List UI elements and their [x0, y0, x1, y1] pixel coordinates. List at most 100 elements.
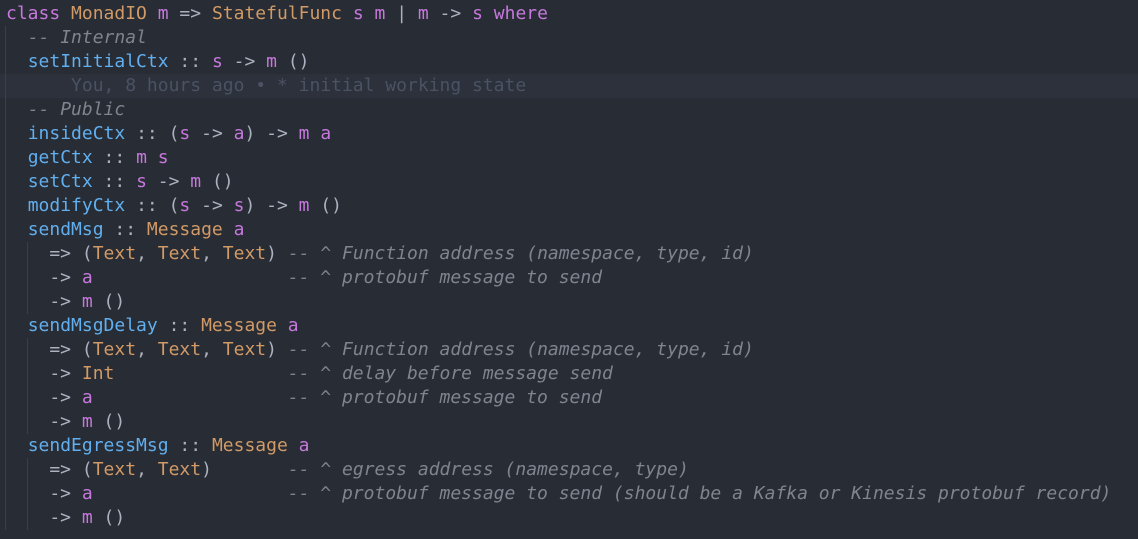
whitespace [114, 363, 287, 384]
code-line[interactable]: getCtx :: m s [0, 146, 1138, 170]
operator-token: :: [168, 435, 212, 456]
operator-token: -> [428, 3, 473, 24]
operator-token: :: ( [125, 123, 180, 144]
operator-token: => ( [6, 243, 93, 264]
whitespace [342, 3, 353, 24]
code-line[interactable]: setCtx :: s -> m () [0, 170, 1138, 194]
code-line[interactable]: -- Public [0, 98, 1138, 122]
keyword-token: class [6, 3, 61, 24]
type-variable-token: m [81, 411, 93, 432]
comment-token: -- Public [27, 99, 126, 120]
operator-token: :: [157, 315, 202, 336]
type-variable-token: m [81, 291, 93, 312]
operator-token: :: [92, 171, 137, 192]
whitespace [6, 99, 28, 120]
code-line[interactable]: -> m () [0, 410, 1138, 434]
whitespace [223, 219, 234, 240]
type-variable-token: s [179, 123, 191, 144]
indent-guide [5, 146, 6, 170]
comment-token: -- ^ Function address (namespace, type, … [287, 243, 754, 264]
type-variable-token: a [81, 267, 93, 288]
whitespace [6, 75, 71, 96]
operator-token: -> [6, 363, 82, 384]
comment-token: -- Internal [27, 27, 147, 48]
code-line[interactable]: sendEgressMsg :: Message a [0, 434, 1138, 458]
function-name-token: sendMsg [27, 219, 104, 240]
operator-token: () [92, 507, 126, 528]
indent-guide [5, 194, 6, 218]
whitespace [60, 3, 71, 24]
operator-token: -> [146, 171, 191, 192]
type-name-token: StatefulFunc [211, 3, 342, 24]
whitespace [147, 147, 158, 168]
whitespace [6, 147, 28, 168]
type-name-token: Text [222, 339, 267, 360]
indent-guide [27, 506, 28, 530]
code-editor[interactable]: class MonadIO m => StatefulFunc s m | m … [0, 2, 1138, 530]
code-line[interactable]: sendMsgDelay :: Message a [0, 314, 1138, 338]
whitespace [310, 123, 321, 144]
code-line[interactable]: insideCtx :: (s -> a) -> m a [0, 122, 1138, 146]
type-variable-token: s [136, 171, 147, 192]
code-line[interactable]: -> a -- ^ protobuf message to send [0, 386, 1138, 410]
type-variable-token: s [472, 3, 483, 24]
code-line[interactable]: -> a -- ^ protobuf message to send [0, 266, 1138, 290]
code-line[interactable]: -> m () [0, 290, 1138, 314]
code-line[interactable]: => (Text, Text) -- ^ egress address (nam… [0, 458, 1138, 482]
type-variable-token: s [352, 3, 364, 24]
comment-token: -- ^ egress address (namespace, type) [287, 459, 689, 480]
code-line[interactable]: You, 8 hours ago • * initial working sta… [0, 74, 1138, 98]
code-line[interactable]: -> Int -- ^ delay before message send [0, 362, 1138, 386]
comment-token: -- ^ protobuf message to send (should be… [287, 483, 1112, 504]
indent-guide [5, 170, 6, 194]
operator-token: () [92, 291, 126, 312]
type-variable-token: s [157, 147, 169, 168]
indent-guide [5, 314, 6, 338]
type-variable-token: m [266, 51, 277, 72]
function-name-token: sendMsgDelay [27, 315, 158, 336]
whitespace [277, 315, 288, 336]
code-line[interactable]: -- Internal [0, 26, 1138, 50]
type-name-token: Text [157, 243, 202, 264]
comment-token: -- ^ delay before message send [287, 363, 613, 384]
type-variable-token: m [298, 123, 310, 144]
type-variable-token: s [179, 195, 191, 216]
code-line[interactable]: modifyCtx :: (s -> s) -> m () [0, 194, 1138, 218]
indent-guide [5, 386, 6, 410]
type-variable-token: m [157, 3, 169, 24]
code-line[interactable]: => (Text, Text, Text) -- ^ Function addr… [0, 242, 1138, 266]
comment-token: -- ^ protobuf message to send [287, 267, 603, 288]
whitespace [6, 315, 28, 336]
type-variable-token: m [136, 147, 147, 168]
operator-token: -> [6, 291, 82, 312]
operator-token: -> [6, 507, 82, 528]
type-variable-token: m [417, 3, 429, 24]
operator-token: :: [92, 147, 137, 168]
code-line[interactable]: => (Text, Text, Text) -- ^ Function addr… [0, 338, 1138, 362]
operator-token: ) [266, 243, 288, 264]
operator-token: ) [266, 339, 288, 360]
type-variable-token: m [374, 3, 386, 24]
indent-guide [5, 362, 6, 386]
operator-token: ) [201, 459, 288, 480]
whitespace [147, 3, 158, 24]
comment-token: -- ^ protobuf message to send [287, 387, 603, 408]
code-line[interactable]: sendMsg :: Message a [0, 218, 1138, 242]
type-variable-token: a [287, 315, 299, 336]
code-line[interactable]: -> a -- ^ protobuf message to send (shou… [0, 482, 1138, 506]
code-line[interactable]: -> m () [0, 506, 1138, 530]
type-name-token: Int [81, 363, 115, 384]
whitespace [288, 435, 299, 456]
type-variable-token: a [81, 483, 93, 504]
operator-token: , [136, 339, 158, 360]
type-name-token: Text [92, 339, 137, 360]
code-line[interactable]: class MonadIO m => StatefulFunc s m | m … [0, 2, 1138, 26]
operator-token: -> [6, 483, 82, 504]
operator-token: , [201, 339, 223, 360]
code-line[interactable]: setInitialCtx :: s -> m () [0, 50, 1138, 74]
type-variable-token: a [320, 123, 332, 144]
whitespace [6, 435, 28, 456]
type-variable-token: s [211, 51, 223, 72]
indent-guide [5, 482, 6, 506]
indent-guide [27, 386, 28, 410]
